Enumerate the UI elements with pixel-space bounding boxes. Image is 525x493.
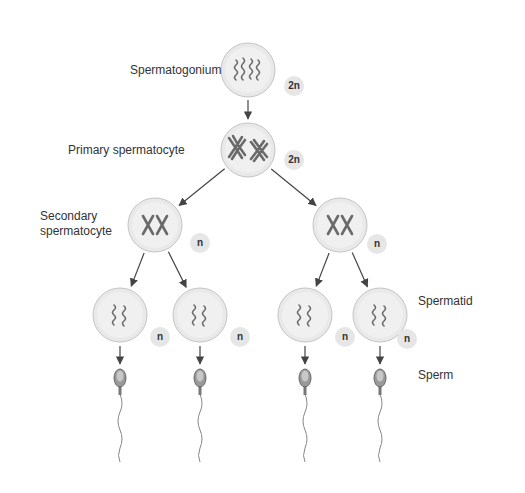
ploidy-badge: n [367,234,387,254]
chromosome [193,305,196,325]
cell: n [92,287,148,343]
chromosome [308,306,311,326]
sperm-cell [374,369,386,462]
cell: n [172,287,228,343]
chromosome [373,305,376,325]
chromosome [328,216,338,234]
arrow [352,252,367,286]
stage-label: Spermatid [418,294,498,309]
chromosome [251,140,267,161]
ploidy-badge: 2n [284,150,304,170]
chromosome [383,306,386,326]
chromosome [235,60,238,80]
cell-outline [277,287,333,343]
arrow [316,253,329,286]
arrow [247,100,248,119]
cell-outline [92,287,148,343]
chromosome [229,136,245,159]
arrow [271,169,316,205]
sperm-cell [194,369,206,462]
cell-outline [220,122,276,178]
sperm-cells [114,369,386,462]
sperm-cell [299,369,311,462]
cell: 2n [220,122,276,178]
chromosome [250,59,253,79]
ploidy-badge: n [150,327,170,347]
ploidy-badge: 2n [284,76,304,96]
cell: n [277,287,333,343]
sperm-cell [114,369,126,462]
cell-outline [220,42,276,98]
ploidy-badge: n [230,327,250,347]
arrow [304,346,305,364]
chromosome [157,216,167,234]
stage-label: Spermatogonium [130,63,240,78]
cell: n [127,197,183,253]
maturation-arrows [120,346,380,364]
chromosome [298,305,301,325]
stage-label: Secondary spermatocyte [40,209,125,239]
arrow [131,253,144,286]
cell-outline [312,197,368,253]
cell: n [312,197,368,253]
chromosome [143,216,153,234]
cell: n [352,287,408,343]
chromosome [203,306,206,326]
arrow [179,169,225,206]
arrow [168,252,186,287]
chromosome [113,305,116,325]
chromosome [123,306,126,326]
cell: 2n [220,42,276,98]
cell-outline [127,197,183,253]
arrow [119,346,120,364]
chromosome [342,216,352,234]
ploidy-badge: n [190,233,210,253]
ploidy-badge: n [397,329,417,349]
arrow [199,346,200,364]
ploidy-badge: n [335,327,355,347]
stage-label: Primary spermatocyte [68,143,208,158]
chromosome [257,60,260,80]
stage-label: Sperm [418,368,478,383]
cell-outline [172,287,228,343]
arrow [379,346,380,364]
chromosome [242,58,245,80]
